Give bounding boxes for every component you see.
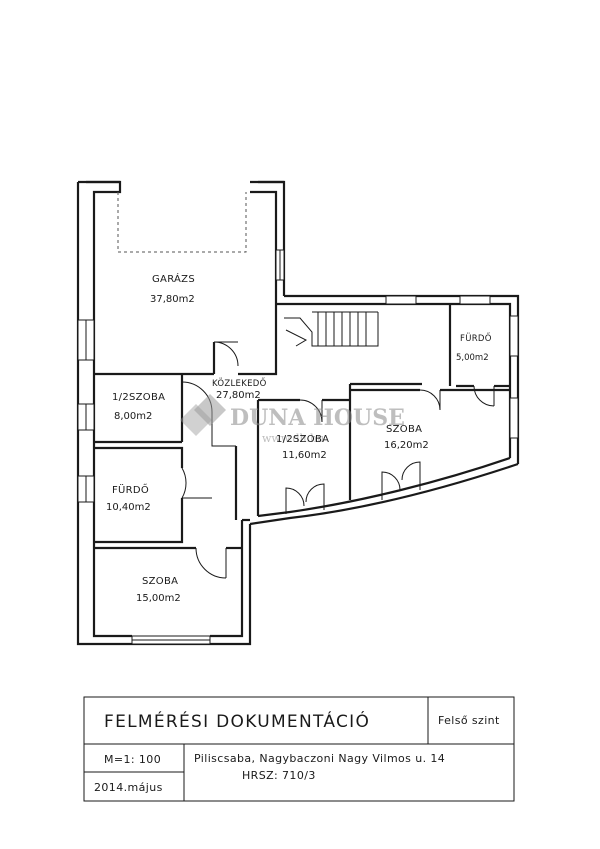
title-block-level: Felső szint (438, 714, 500, 727)
title-block-parcel: HRSZ: 710/3 (242, 769, 316, 782)
watermark-brand: DUNA HOUSE (230, 405, 405, 431)
title-block-date: 2014.május (94, 781, 163, 794)
title-block-address: Piliscsaba, Nagybaczoni Nagy Vilmos u. 1… (194, 752, 445, 765)
floor-plan-walls (76, 180, 520, 646)
room-name-half-room-mid: 1/2SZOBA (276, 434, 329, 445)
duna-house-watermark: DUNA HOUSE www.dh.hu (180, 394, 405, 445)
room-name-bathroom-left: FÜRDŐ (112, 482, 149, 496)
room-name-corridor: KÖZLEKEDŐ (212, 378, 267, 389)
room-area-half-room-left: 8,00m2 (114, 411, 152, 422)
windows (77, 249, 519, 645)
room-name-room-bottom: SZOBA (142, 576, 178, 587)
room-name-bathroom-right: FÜRDŐ (460, 333, 492, 344)
room-area-half-room-mid: 11,60m2 (282, 450, 327, 461)
room-area-room-bottom: 15,00m2 (136, 593, 181, 604)
door-swings (181, 341, 495, 579)
garage-door-outline (117, 192, 247, 253)
watermark-url: www.dh.hu (262, 432, 324, 445)
room-area-room-right: 16,20m2 (384, 440, 429, 451)
room-area-corridor: 27,80m2 (216, 390, 261, 401)
room-area-bathroom-right: 5,00m2 (456, 353, 489, 363)
room-name-room-right: SZOBA (386, 424, 422, 435)
title-block-title: FELMÉRÉSI DOKUMENTÁCIÓ (104, 710, 370, 732)
room-name-half-room-left: 1/2SZOBA (112, 392, 165, 403)
room-labels: GARÁZS 37,80m2 KÖZLEKEDŐ 27,80m2 1/2SZOB… (106, 272, 492, 604)
room-area-bathroom-left: 10,40m2 (106, 502, 151, 513)
title-block: FELMÉRÉSI DOKUMENTÁCIÓ Felső szint M=1: … (83, 696, 515, 802)
room-area-garage: 37,80m2 (150, 294, 195, 305)
room-name-garage: GARÁZS (152, 272, 195, 285)
title-block-scale: M=1: 100 (104, 753, 161, 766)
